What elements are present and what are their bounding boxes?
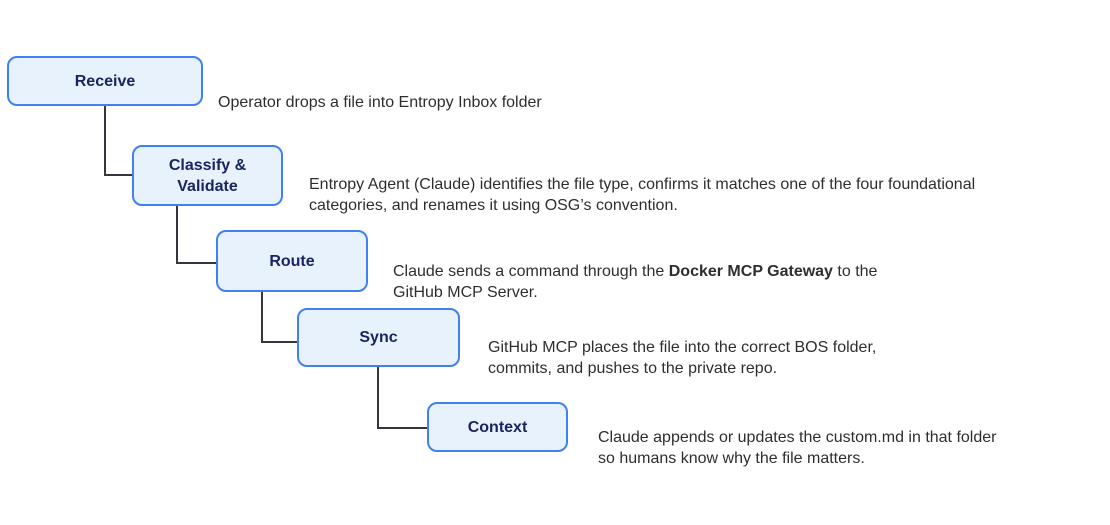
flow-step-receive: Receive [7, 56, 203, 106]
flow-step-classify-validate: Classify & Validate [132, 145, 283, 206]
description-text: Claude sends a command through the [393, 263, 669, 280]
step-label: Receive [74, 72, 136, 90]
flow-step-sync: Sync [297, 308, 460, 367]
description-text: Claude appends or updates the custom.md … [598, 429, 997, 467]
flow-step-context: Context [427, 402, 568, 452]
step-description-sync: GitHub MCP places the file into the corr… [488, 316, 1048, 379]
connector-receive-to-classify-horizontal [104, 174, 134, 176]
step-label: Classify & Validate [168, 156, 247, 195]
flow-step-route: Route [216, 230, 368, 292]
step-label: Context [467, 418, 528, 436]
connector-classify-to-route-horizontal [176, 262, 218, 264]
connector-route-to-sync-vertical [261, 291, 263, 343]
description-text: GitHub MCP places the file into the corr… [488, 339, 877, 377]
description-bold-text: Docker MCP Gateway [668, 263, 833, 280]
description-text: Operator drops a file into Entropy Inbox… [218, 94, 542, 111]
step-description-route: Claude sends a command through the Docke… [393, 240, 993, 303]
connector-route-to-sync-horizontal [261, 341, 299, 343]
step-description-classify-validate: Entropy Agent (Claude) identifies the fi… [309, 153, 1109, 216]
connector-sync-to-context-vertical [377, 366, 379, 429]
connector-classify-to-route-vertical [176, 204, 178, 264]
step-label: Route [269, 252, 315, 270]
step-label: Sync [359, 329, 398, 346]
description-text: Entropy Agent (Claude) identifies the fi… [309, 176, 976, 214]
connector-sync-to-context-horizontal [377, 427, 429, 429]
description-text: to the GitHub MCP Server. [393, 263, 878, 301]
connector-receive-to-classify-vertical [104, 105, 106, 176]
step-description-receive: Operator drops a file into Entropy Inbox… [218, 71, 878, 113]
step-description-context: Claude appends or updates the custom.md … [598, 406, 1110, 469]
